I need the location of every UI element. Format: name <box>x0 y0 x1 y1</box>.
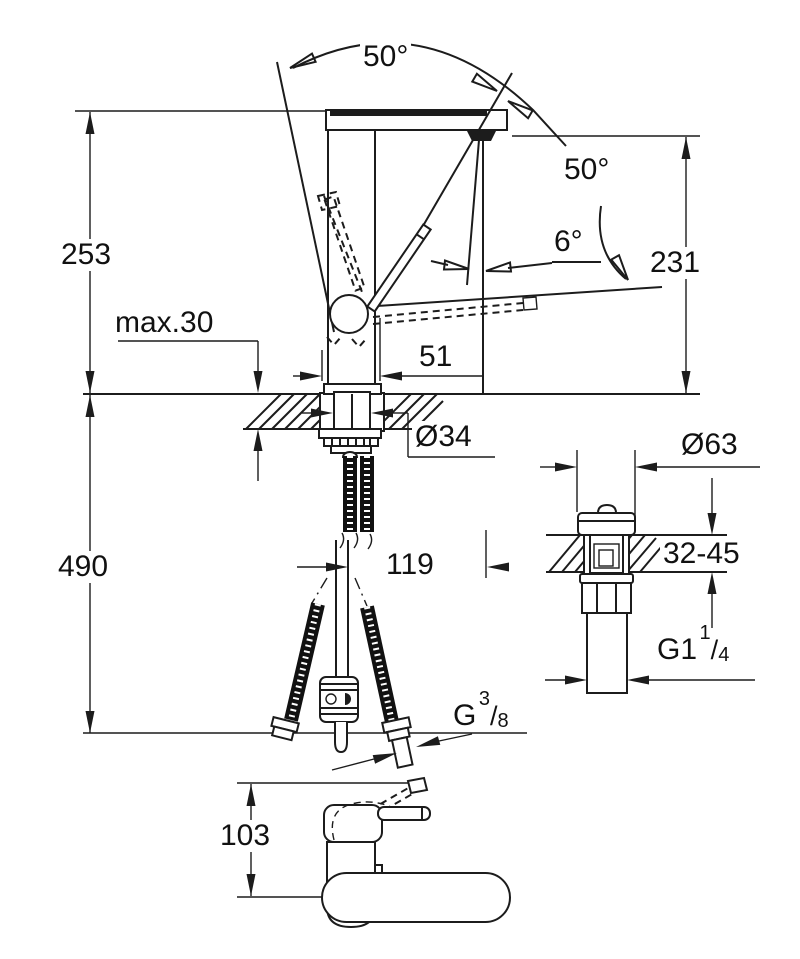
label-height-231: 231 <box>647 247 704 279</box>
stream-line-left <box>466 139 480 286</box>
label-height-253: 253 <box>58 239 115 271</box>
dashed-alternate-positions <box>316 190 524 349</box>
dimension-g38 <box>331 733 473 771</box>
dimension-32-45 <box>707 478 717 628</box>
side-lever-dashed <box>369 786 415 817</box>
dimension-119 <box>297 530 509 578</box>
label-thread-g38: G 3/8 <box>450 689 512 732</box>
popup-waste <box>577 503 636 694</box>
label-stream-angle: 6° <box>551 226 586 258</box>
side-spout-oval <box>321 872 511 923</box>
spout-bar <box>325 109 508 141</box>
label-handle-angle: 50° <box>561 154 613 186</box>
handle-ball-joint <box>329 294 369 334</box>
pullout-hose-and-weight <box>319 540 359 754</box>
dimension-o63 <box>540 450 760 530</box>
dimension-o34 <box>302 408 495 458</box>
dimension-g114 <box>545 675 755 685</box>
handle-lever <box>365 223 433 313</box>
dimension-max30 <box>118 340 263 481</box>
label-shank-o34: Ø34 <box>412 421 475 453</box>
handle-open-end <box>522 296 538 311</box>
side-lever-tip <box>406 776 429 795</box>
label-swivel-angle: 50° <box>360 41 412 73</box>
dimension-51 <box>293 318 483 381</box>
hose-end-fittings <box>270 715 414 769</box>
swivel-reference-lines <box>276 61 663 393</box>
label-height-103: 103 <box>217 820 274 852</box>
angle-arcs <box>292 42 627 280</box>
label-range-32-45: 32-45 <box>660 538 743 570</box>
side-lever-solid <box>377 806 431 821</box>
label-thread-g114: G1 1/4 <box>654 623 733 666</box>
label-reach-119: 119 <box>383 549 437 581</box>
label-length-490: 490 <box>55 551 112 583</box>
spout-outlet <box>466 129 497 141</box>
label-flange-o63: Ø63 <box>678 429 741 461</box>
angle-arrowheads <box>289 52 629 281</box>
side-view <box>237 776 511 929</box>
label-depth-51: 51 <box>416 341 456 373</box>
dimension-253-490 <box>75 110 527 734</box>
handle-upright-dashed <box>323 195 366 292</box>
shank-and-washers <box>318 391 382 458</box>
label-max-30: max.30 <box>112 307 217 339</box>
supply-hoses <box>284 456 399 724</box>
